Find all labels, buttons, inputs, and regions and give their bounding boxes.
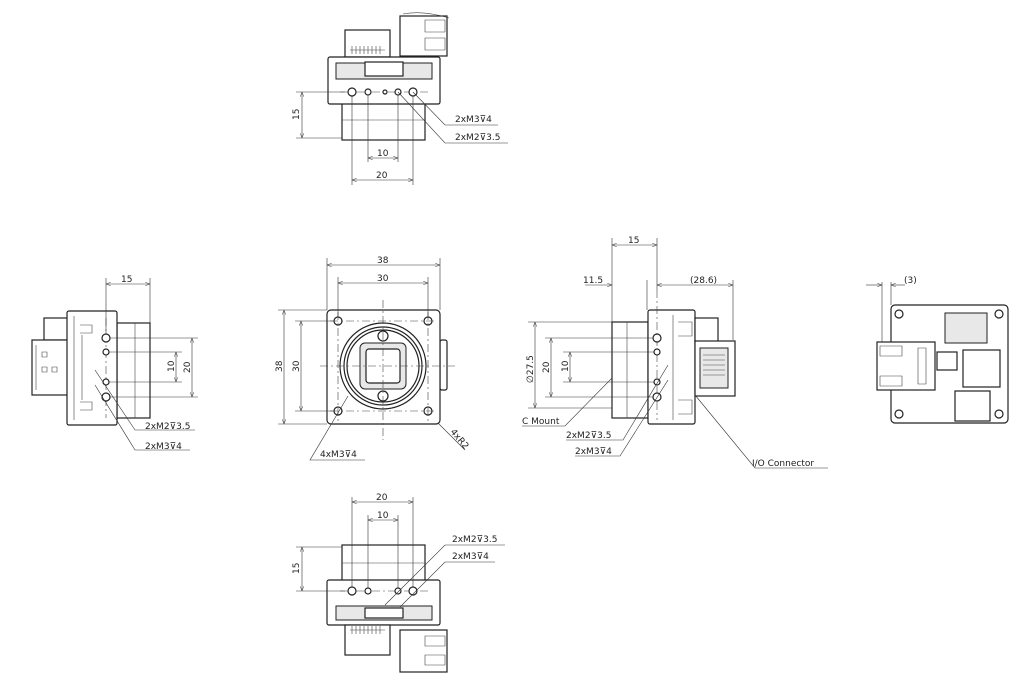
io-connector-label: I/O Connector (752, 459, 814, 469)
right-dim-lens: 11.5 (583, 276, 603, 286)
bottom-callout-m3: 2xM3⊽4 (452, 552, 489, 562)
top-callout-m2: 2xM2⊽3.5 (455, 133, 500, 143)
bottom-dim-outer: 20 (376, 493, 388, 503)
top-view: 15 10 20 2xM3⊽4 2xM2⊽3.5 (292, 12, 508, 185)
left-view: 15 10 20 2xM2⊽3.5 2xM3⊽4 (31, 275, 198, 452)
front-height-inner: 30 (292, 360, 302, 372)
front-height-outer: 38 (275, 360, 285, 372)
front-width-inner: 30 (377, 274, 389, 284)
top-dim-inner: 10 (377, 149, 389, 159)
bottom-dim-inner: 10 (377, 511, 389, 521)
right-dim-body: 15 (628, 236, 639, 246)
bottom-view: 20 10 15 2xM2⊽3.5 2xM3⊽4 (292, 493, 505, 673)
left-dim-inner: 10 (167, 360, 177, 372)
right-callout-m3: 2xM3⊽4 (575, 447, 612, 457)
left-callout-m2: 2xM2⊽3.5 (145, 422, 190, 432)
top-dim-outer: 20 (376, 171, 388, 181)
right-callout-m2: 2xM2⊽3.5 (566, 431, 611, 441)
right-dim-diameter: ∅27.5 (526, 355, 536, 383)
c-mount-label: C Mount (522, 417, 560, 427)
right-dim-inner: 10 (561, 360, 571, 372)
back-dim-offset: (3) (904, 276, 917, 286)
back-view: (3) (866, 276, 1009, 424)
top-dim-height: 15 (292, 109, 302, 120)
front-callout-holes: 4xM3⊽4 (320, 450, 357, 460)
left-callout-m3: 2xM3⊽4 (145, 442, 182, 452)
right-dim-outer: 20 (542, 361, 552, 373)
bottom-dim-height: 15 (292, 563, 302, 574)
bottom-callout-m2: 2xM2⊽3.5 (452, 535, 497, 545)
right-dim-connector: (28.6) (690, 276, 717, 286)
left-dim-outer: 20 (183, 361, 193, 373)
left-dim-depth: 15 (121, 275, 132, 285)
top-callout-m3: 2xM3⊽4 (455, 115, 492, 125)
front-width-outer: 38 (377, 256, 389, 266)
front-view: 38 30 38 30 4xM3⊽4 4xR2 (275, 256, 470, 461)
right-view: 15 11.5 (28.6) ∅27.5 20 10 C Mount 2xM2⊽… (522, 236, 828, 469)
front-callout-radius: 4xR2 (448, 428, 470, 452)
